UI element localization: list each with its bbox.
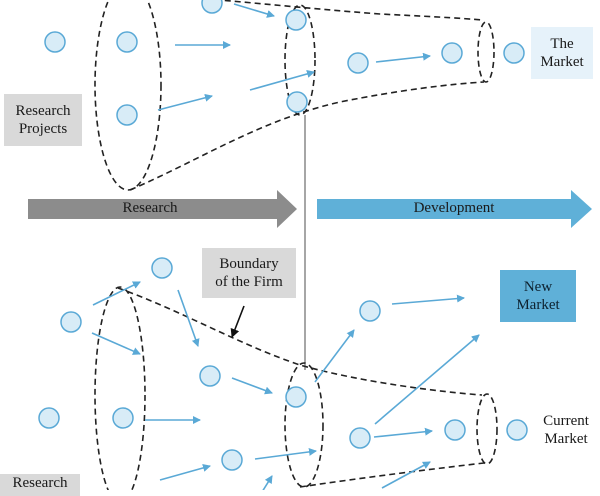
bottom-funnel-left-ellipse bbox=[94, 286, 146, 490]
bottom-arrows bbox=[91, 281, 480, 490]
project-circle bbox=[151, 257, 173, 279]
research-arrow-label: Research bbox=[122, 200, 178, 216]
flow-arrow bbox=[249, 70, 315, 91]
flow-arrow bbox=[373, 427, 433, 438]
flow-arrow bbox=[375, 52, 431, 63]
top-funnel-upper-edge bbox=[210, 0, 483, 21]
bottom-funnel-lower-edge bbox=[299, 462, 485, 488]
bottom-funnel bbox=[94, 286, 498, 490]
flow-arrow bbox=[177, 289, 200, 347]
the-market-label: The Market bbox=[531, 27, 593, 79]
project-circle bbox=[441, 42, 463, 64]
flow-arrow bbox=[374, 334, 480, 425]
bottom-circles bbox=[38, 257, 528, 471]
project-circle bbox=[60, 311, 82, 333]
project-circle bbox=[359, 300, 381, 322]
flow-arrow bbox=[314, 329, 355, 383]
flow-arrow bbox=[254, 447, 317, 460]
flow-arrow bbox=[91, 332, 141, 355]
project-circle bbox=[116, 104, 138, 126]
bottom-funnel-mid-ellipse bbox=[284, 362, 324, 488]
project-circle bbox=[38, 407, 60, 429]
project-circle bbox=[503, 42, 525, 64]
flow-arrow bbox=[231, 377, 273, 395]
top-funnel-lower-edge bbox=[129, 81, 485, 191]
project-circle bbox=[285, 386, 307, 408]
development-arrow-label: Development bbox=[413, 200, 495, 216]
top-funnel-left-ellipse bbox=[94, 0, 162, 191]
flow-arrow bbox=[233, 3, 275, 18]
project-circle bbox=[221, 449, 243, 471]
top-funnel bbox=[94, 0, 495, 191]
project-circle bbox=[506, 419, 528, 441]
project-circle bbox=[44, 31, 66, 53]
project-circle bbox=[347, 52, 369, 74]
project-circle bbox=[349, 427, 371, 449]
project-circle bbox=[285, 9, 307, 31]
project-circle bbox=[286, 91, 308, 113]
research-phase-arrow bbox=[28, 190, 297, 228]
project-circle bbox=[116, 31, 138, 53]
flow-arrow bbox=[381, 461, 431, 489]
research-projects-label-bottom: Research bbox=[0, 474, 80, 496]
project-circle bbox=[199, 365, 221, 387]
research-projects-label-top: Research Projects bbox=[4, 94, 82, 146]
boundary-of-firm-label: Boundary of the Firm bbox=[202, 248, 296, 298]
boundary-pointer-arrow bbox=[230, 305, 245, 338]
flow-arrow bbox=[391, 294, 465, 305]
current-market-label: Current Market bbox=[532, 404, 600, 456]
flow-arrow bbox=[92, 281, 141, 306]
top-funnel-mid-ellipse bbox=[284, 4, 316, 116]
bottom-funnel-upper-edge bbox=[117, 287, 483, 396]
top-funnel-right-ellipse bbox=[477, 21, 495, 83]
project-circle bbox=[112, 407, 134, 429]
flow-arrow bbox=[159, 464, 211, 481]
flow-arrow bbox=[262, 475, 273, 490]
new-market-label: New Market bbox=[500, 270, 576, 322]
flow-arrow bbox=[157, 93, 213, 111]
project-circle bbox=[444, 419, 466, 441]
development-phase-arrow bbox=[317, 190, 592, 228]
project-circle bbox=[201, 0, 223, 14]
top-arrows bbox=[157, 3, 431, 111]
top-circles bbox=[44, 0, 525, 126]
bottom-funnel-right-ellipse bbox=[476, 393, 498, 465]
